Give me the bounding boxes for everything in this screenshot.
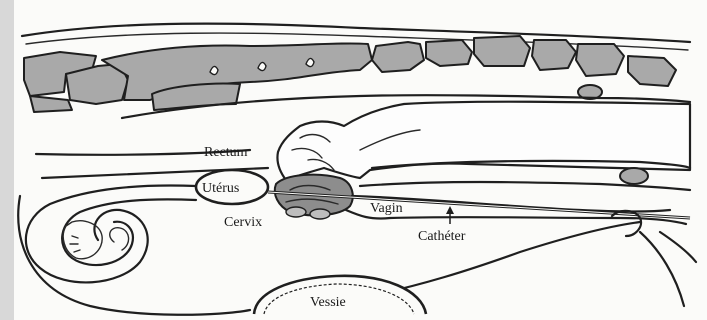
ovary-detail xyxy=(70,236,80,252)
vertebra xyxy=(532,40,576,70)
ovary xyxy=(63,221,102,259)
label-rectum: Rectum xyxy=(204,145,248,160)
vertebra xyxy=(426,40,472,66)
ischium xyxy=(620,168,648,184)
label-uterus: Utérus xyxy=(202,181,239,196)
back-outline xyxy=(22,24,690,42)
label-vessie: Vessie xyxy=(310,295,346,310)
left-border xyxy=(0,0,14,320)
label-vagin: Vagin xyxy=(370,201,403,216)
uterine-horn-inner xyxy=(62,199,196,265)
vertebra xyxy=(628,56,676,86)
horn-spiral xyxy=(110,228,129,250)
vertebra xyxy=(576,44,624,76)
label-catheter: Cathéter xyxy=(418,229,466,244)
vertebra xyxy=(474,36,530,66)
label-cervix: Cervix xyxy=(224,215,262,230)
catheter-pointer xyxy=(446,206,454,224)
vertebra xyxy=(30,96,72,112)
vertebra xyxy=(372,42,424,72)
rear-leg xyxy=(660,232,696,262)
vertebrae xyxy=(24,36,676,112)
